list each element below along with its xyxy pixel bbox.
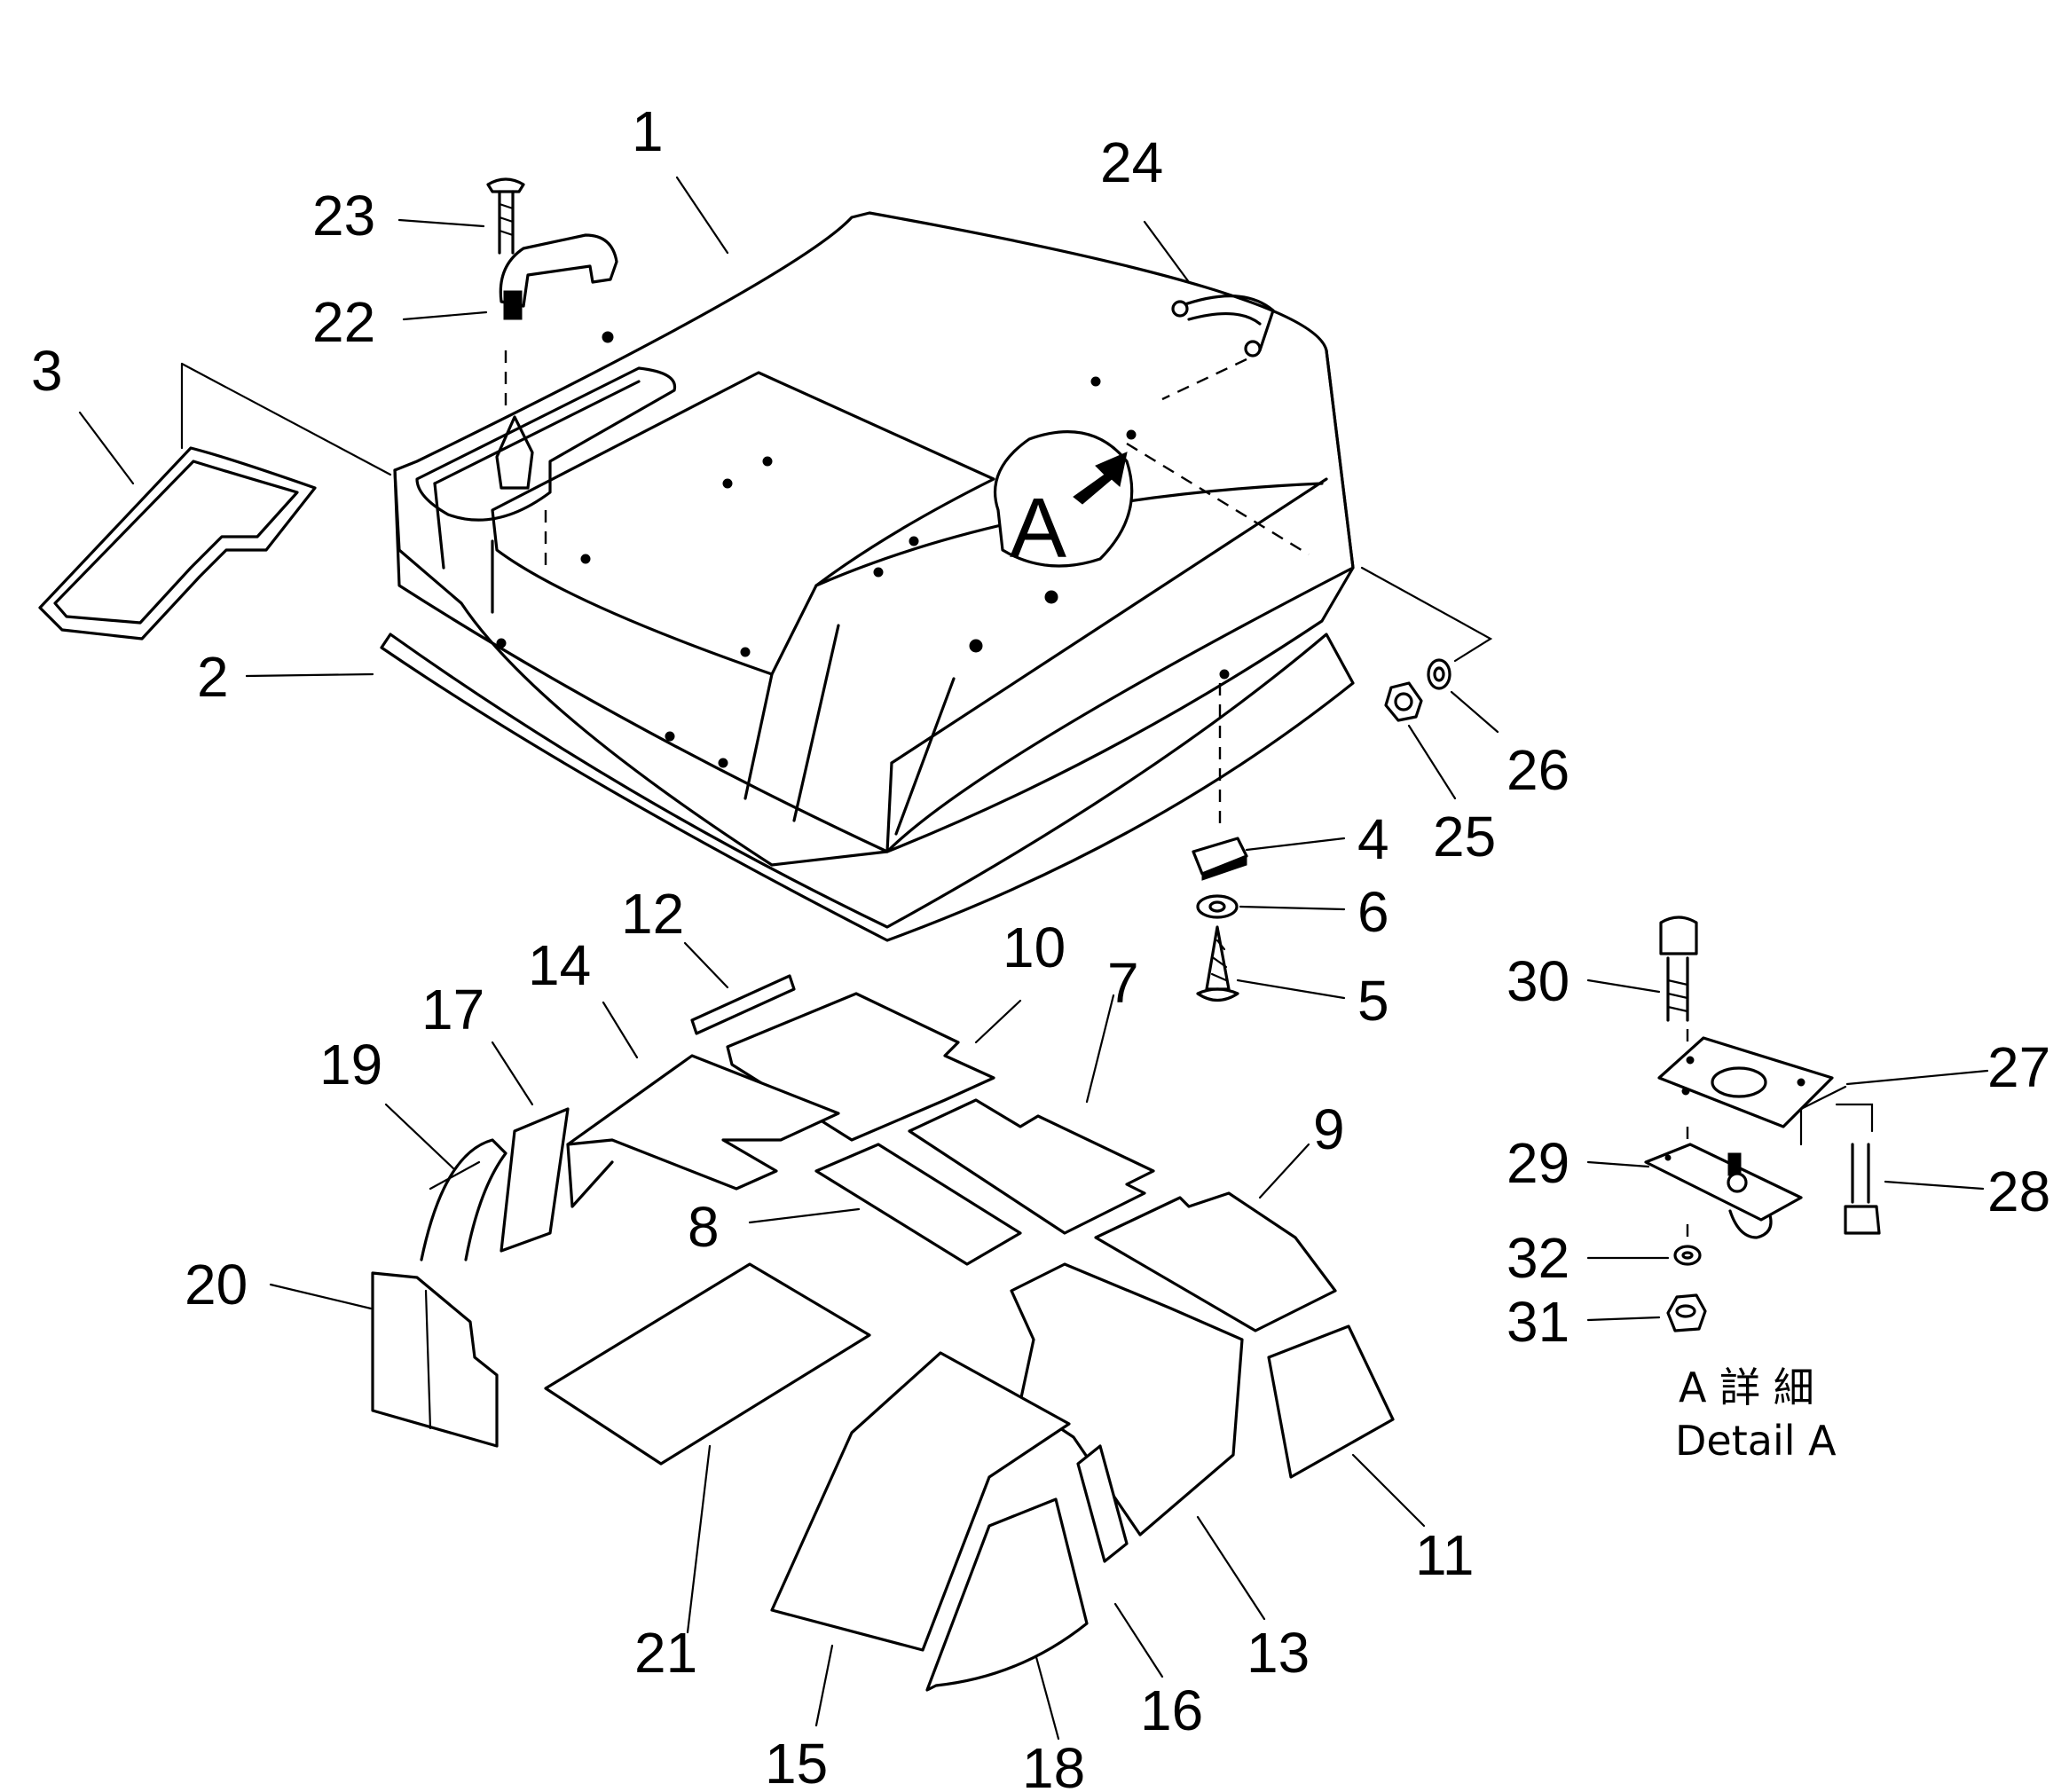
label-23: 23 [312,184,375,248]
label-26: 26 [1507,738,1569,802]
label-19: 19 [319,1033,382,1096]
label-20: 20 [185,1253,248,1316]
label-6: 6 [1357,880,1389,944]
label-25: 25 [1433,805,1496,868]
label-28: 28 [1987,1159,2050,1223]
label-31: 31 [1507,1290,1569,1354]
label-12: 12 [621,882,684,946]
nut-washer-25-26 [1360,566,1493,722]
part-number-labels: 1 2 3 4 5 6 7 8 9 10 11 12 13 14 15 16 1… [31,99,2050,1792]
label-22: 22 [312,290,375,354]
detail-a-caption: A 詳 細 Detail A [1675,1364,1837,1465]
label-14: 14 [528,933,591,997]
label-27: 27 [1987,1035,2050,1099]
label-2: 2 [197,645,229,709]
label-29: 29 [1507,1131,1569,1195]
label-18: 18 [1022,1736,1085,1792]
detail-a-label-jp: A 詳 細 [1679,1364,1814,1411]
detail-a-label-en: Detail A [1675,1417,1837,1465]
label-24: 24 [1100,130,1163,194]
label-5: 5 [1357,969,1389,1033]
label-15: 15 [765,1732,828,1792]
label-10: 10 [1003,916,1066,979]
detail-a-assembly [1644,916,1881,1332]
label-30: 30 [1507,949,1569,1013]
bolt-part-23 [486,177,525,255]
label-4: 4 [1357,807,1389,871]
handle-part-22 [499,233,618,320]
svg-text:A: A [1010,481,1066,576]
label-16: 16 [1140,1678,1203,1742]
label-32: 32 [1507,1226,1569,1290]
gasket-part-3 [38,362,392,641]
label-9: 9 [1313,1097,1345,1161]
cover-assembly: A [380,211,1355,942]
label-13: 13 [1247,1621,1310,1685]
label-7: 7 [1107,951,1139,1015]
label-17: 17 [421,978,484,1041]
label-21: 21 [634,1621,697,1685]
floor-mats [371,974,1395,1692]
mounting-holes [496,331,1230,768]
stud-nut-parts [1192,683,1248,1002]
label-1: 1 [632,99,664,163]
label-3: 3 [31,339,63,403]
leader-lines [78,176,1989,1741]
detail-a-callout: A [994,430,1310,576]
label-11: 11 [1415,1523,1474,1587]
label-8: 8 [688,1195,720,1259]
seal-rim [380,633,1355,942]
